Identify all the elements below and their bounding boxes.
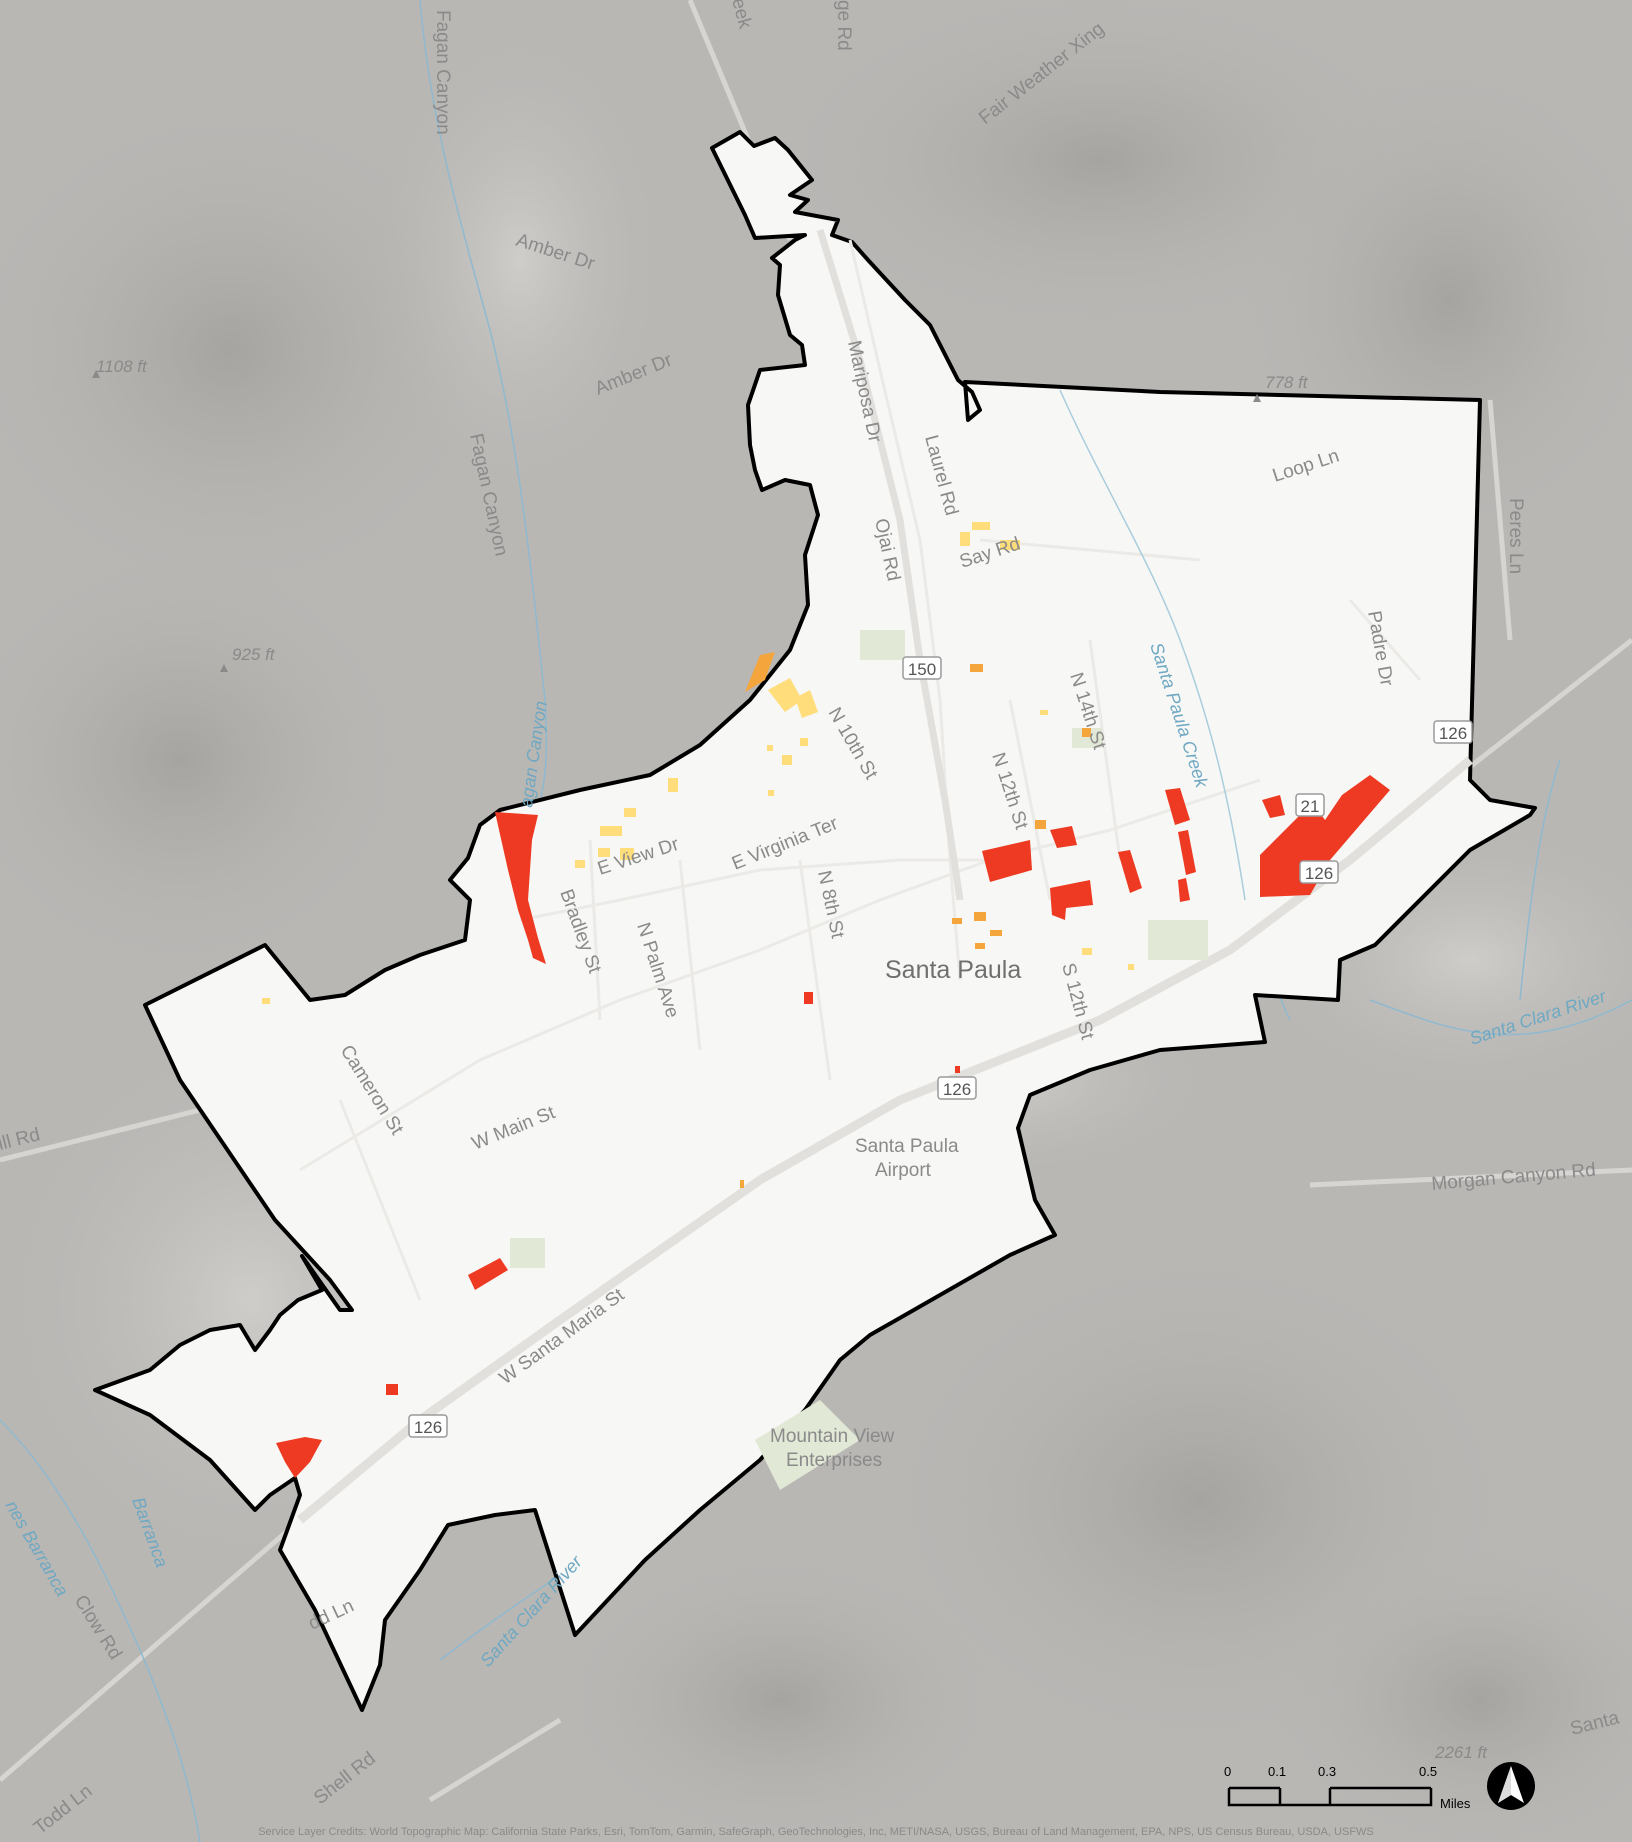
parcel-west-c	[276, 1437, 322, 1478]
label-fagan-canyon-top: Fagan Canyon	[432, 10, 453, 135]
peak-925-icon	[220, 664, 228, 672]
label-ridge-rd: ge Rd	[833, 0, 854, 51]
parks	[510, 630, 1208, 1490]
parcel-12th-a	[982, 840, 1032, 882]
parcels-orange	[740, 652, 1091, 1188]
route-shield-126-b: 126	[1299, 860, 1339, 884]
route-shield-21: 21	[1295, 793, 1325, 817]
parcel-bradley	[495, 812, 546, 964]
svg-text:126: 126	[1439, 724, 1467, 743]
parcel-8th	[804, 992, 813, 1004]
label-airport-1: Santa Paula	[855, 1136, 959, 1157]
parcel-12th-e	[1165, 788, 1190, 825]
label-santa-paula: Santa Paula	[885, 956, 1021, 984]
parcels-red	[276, 775, 1390, 1478]
city-streets	[299, 239, 1422, 1301]
scale-bar: 0 0.1 0.3 0.5 Miles	[1224, 1764, 1471, 1811]
peak-1108-icon	[92, 370, 100, 378]
parcel-12th-b	[1050, 826, 1077, 848]
label-peres-ln: Peres Ln	[1505, 498, 1526, 574]
scale-unit: Miles	[1440, 1796, 1471, 1811]
svg-text:126: 126	[414, 1418, 442, 1437]
label-elev-925: 925 ft	[232, 645, 276, 664]
route-shield-126-a: 126	[1433, 720, 1473, 744]
scale-bar-line	[1227, 1786, 1433, 1807]
parcel-west-a	[468, 1258, 508, 1290]
city-boundary	[93, 130, 1537, 1712]
label-enterprise-2: Enterprises	[786, 1450, 882, 1471]
route-shield-150: 150	[902, 656, 942, 680]
parcel-east-small	[1262, 795, 1285, 818]
route-shield-126-d: 126	[408, 1414, 448, 1438]
scale-tick-1: 0.1	[1268, 1764, 1286, 1779]
parcel-west-b	[386, 1384, 398, 1395]
label-airport-2: Airport	[875, 1160, 932, 1181]
label-elev-1108: 1108 ft	[96, 357, 148, 376]
scale-tick-0: 0	[1224, 1764, 1231, 1779]
svg-text:150: 150	[908, 660, 936, 679]
label-enterprise-1: Mountain View	[770, 1426, 895, 1447]
parcels-yellow	[262, 522, 1134, 1004]
place-labels: Santa Paula Santa Paula Airport Mountain…	[770, 956, 1021, 1471]
scale-tick-3: 0.5	[1419, 1764, 1437, 1779]
scale-tick-2: 0.3	[1318, 1764, 1336, 1779]
santa-paula-creek	[1059, 389, 1246, 901]
attribution-credits: Service Layer Credits: World Topographic…	[258, 1826, 1374, 1838]
elevation-labels: 1108 ft 925 ft 778 ft 2261 ft	[92, 357, 1488, 1762]
route-shield-126-c: 126	[937, 1076, 977, 1100]
svg-text:21: 21	[1301, 797, 1320, 816]
svg-text:126: 126	[1305, 864, 1333, 883]
label-elev-2261: 2261 ft	[1434, 1743, 1488, 1762]
label-elev-778: 778 ft	[1265, 373, 1309, 392]
parcel-12th-d	[1118, 850, 1142, 893]
parcel-12th-f	[1178, 830, 1196, 875]
parcel-12th-c	[1050, 880, 1093, 920]
parcel-east-large	[1260, 775, 1390, 897]
ojai-road	[816, 228, 964, 901]
north-arrow-icon	[1487, 1762, 1535, 1810]
parcel-12th-g	[1178, 878, 1190, 902]
svg-text:126: 126	[943, 1080, 971, 1099]
peak-778-icon	[1253, 394, 1261, 402]
parcel-126	[955, 1066, 960, 1073]
